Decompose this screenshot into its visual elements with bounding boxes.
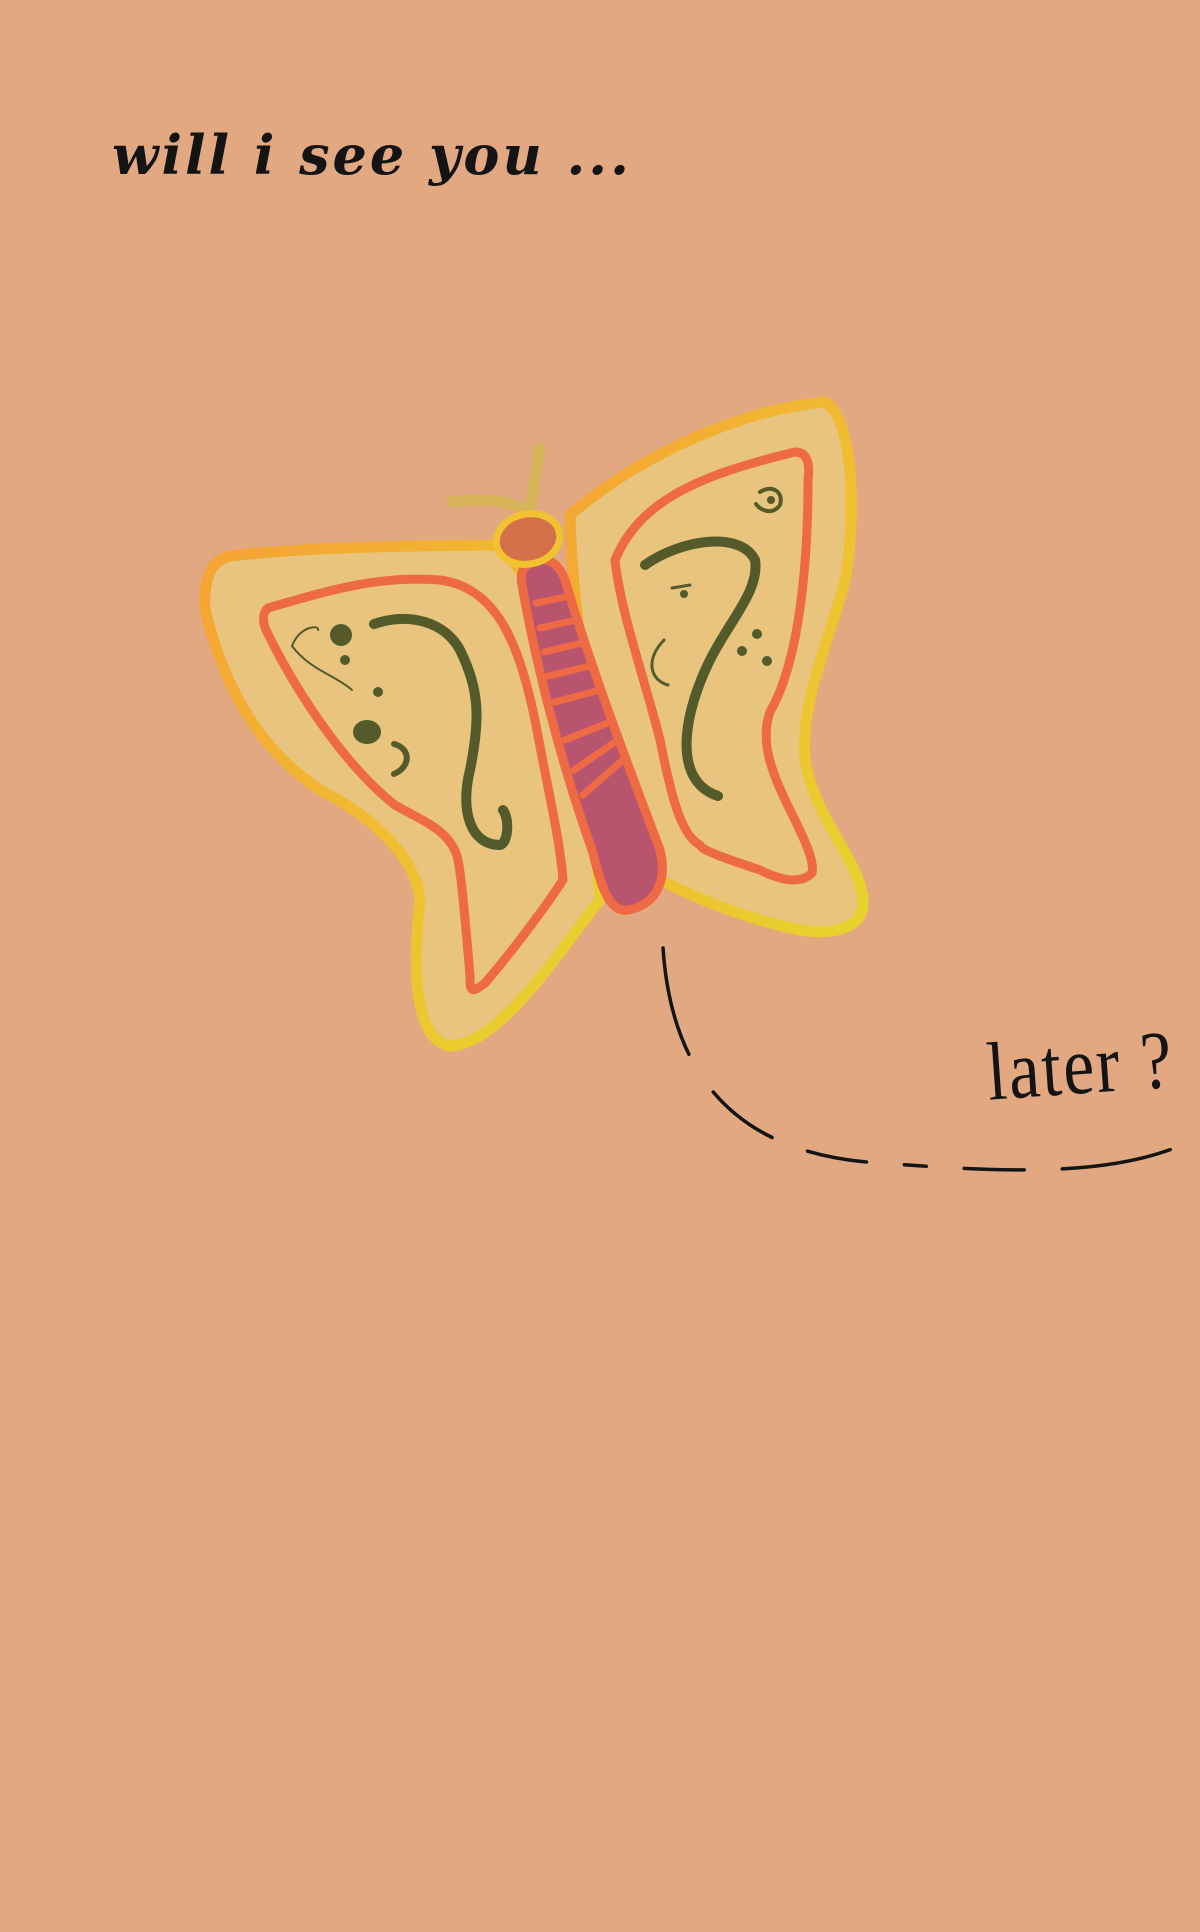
right-eye-dot bbox=[680, 590, 688, 598]
right-smile-mark bbox=[650, 638, 670, 687]
antenna-right bbox=[524, 442, 546, 518]
right-spiral-mark bbox=[754, 486, 783, 514]
left-cheek-line bbox=[291, 645, 353, 691]
headline-text: will i see you ... bbox=[112, 123, 632, 187]
left-brow-mark bbox=[291, 626, 319, 647]
right-wing-inner-outline bbox=[610, 447, 818, 885]
right-freckle-dot bbox=[737, 646, 747, 656]
left-smile-mark bbox=[391, 741, 410, 777]
right-wing-swirl bbox=[640, 536, 761, 801]
left-wing-swirl bbox=[369, 614, 513, 851]
right-freckle-dot bbox=[752, 629, 762, 639]
antenna-left bbox=[446, 494, 536, 518]
right-spiral-dot bbox=[767, 496, 775, 504]
right-freckle-dot bbox=[762, 656, 772, 666]
body-stripes bbox=[532, 592, 629, 799]
left-eye-dot bbox=[330, 624, 352, 646]
left-wing-inner-outline bbox=[259, 574, 568, 995]
right-brow-mark bbox=[670, 583, 692, 590]
butterfly-head bbox=[492, 510, 564, 568]
left-freckle-dot bbox=[373, 687, 383, 697]
left-freckle-dot bbox=[340, 655, 350, 665]
left-nose-mark bbox=[353, 720, 381, 744]
flight-path-dashed bbox=[661, 946, 1184, 1172]
butterfly-icon bbox=[199, 396, 869, 1052]
closing-text: later ? bbox=[983, 1014, 1177, 1119]
